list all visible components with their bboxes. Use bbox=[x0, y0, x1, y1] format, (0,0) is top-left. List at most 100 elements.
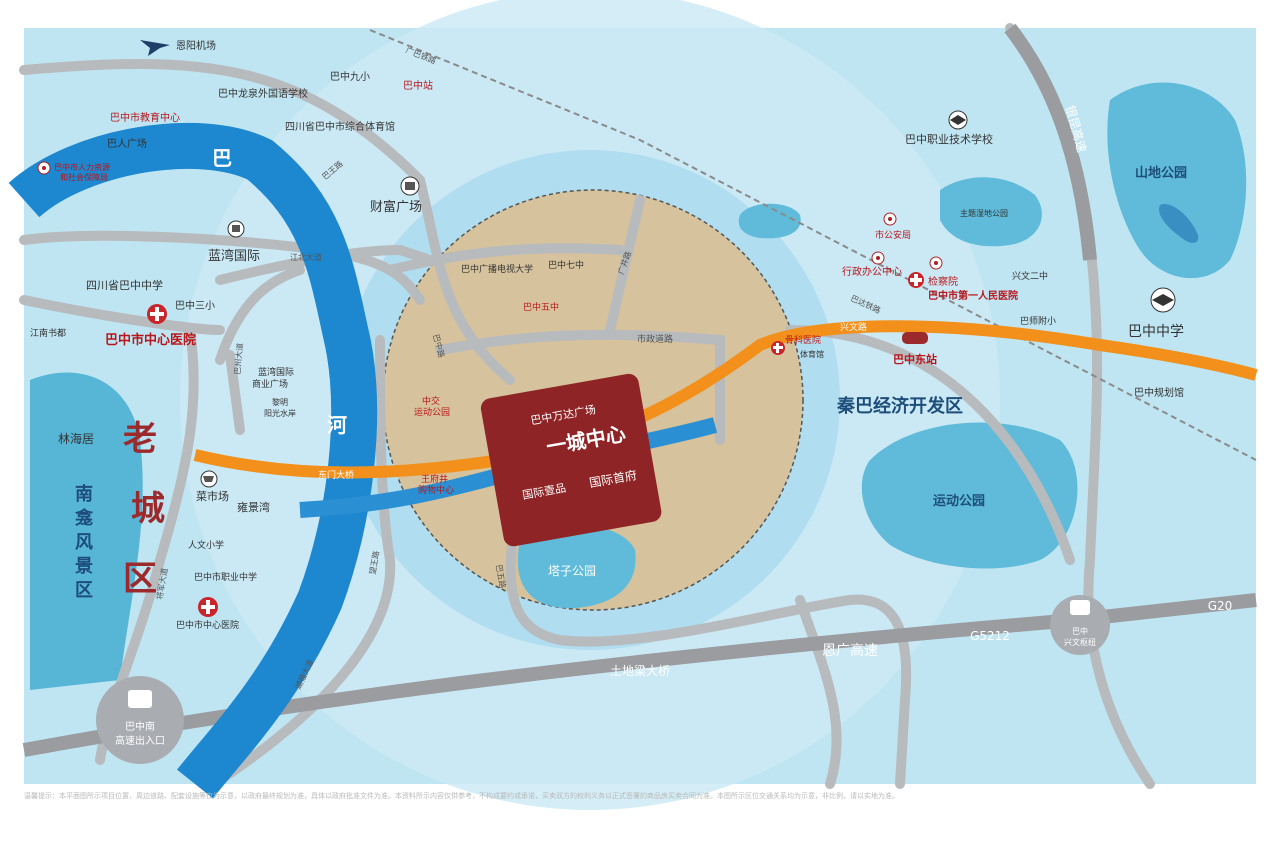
jiuxiao-label: 巴中九小 bbox=[330, 70, 370, 83]
nankan-char-3: 风 bbox=[75, 532, 93, 553]
police-bureau-label: 市公安局 bbox=[875, 229, 911, 241]
dongmen-bridge-label: 东门大桥 bbox=[318, 469, 354, 481]
project-core-block[interactable] bbox=[479, 372, 663, 548]
zhongjiao-line1: 中交 bbox=[422, 395, 440, 407]
railway-line bbox=[369, 29, 1257, 461]
south-interchange-line2: 高速出入口 bbox=[115, 734, 165, 747]
star-icon bbox=[883, 212, 897, 226]
school-icon bbox=[1150, 287, 1176, 313]
bazhou-road-label: 巴州大道 bbox=[232, 342, 245, 375]
south-interchange-line1: 巴中南 bbox=[125, 720, 155, 733]
train-station-icon bbox=[902, 332, 928, 344]
xingwen-road-label: 兴文路 bbox=[840, 321, 867, 333]
liming-line2: 阳光水岸 bbox=[264, 408, 296, 418]
bazhong-middle-school-label: 巴中中学 bbox=[1128, 324, 1184, 340]
g20-label: G20 bbox=[1208, 599, 1233, 613]
highway-sign-xingwen-icon bbox=[1070, 600, 1090, 615]
education-center-label: 巴中市教育中心 bbox=[110, 111, 180, 124]
qinba-district-label: 秦巴经济开发区 bbox=[836, 395, 963, 417]
central-hospital-2-label: 巴中市中心医院 bbox=[176, 619, 239, 631]
jiangnan-book-label: 江南书都 bbox=[30, 327, 66, 339]
wangwang-road-label: 望王路 bbox=[367, 550, 381, 575]
tv-university-label: 巴中广播电视大学 bbox=[461, 263, 533, 275]
yongjingwan-label: 雍景湾 bbox=[237, 500, 270, 514]
wangfujing-line2: 购物中心 bbox=[418, 484, 454, 496]
school-icon bbox=[948, 110, 968, 130]
wetland-park-label: 主题湿地公园 bbox=[960, 208, 1008, 218]
shandi-lake bbox=[1107, 82, 1247, 279]
hospital-icon bbox=[908, 272, 924, 288]
procuratorate-label: 检察院 bbox=[928, 275, 958, 288]
shandi-park-label: 山地公园 bbox=[1135, 165, 1187, 181]
shopping-cart-icon bbox=[200, 470, 218, 488]
river-char-he: 河 bbox=[327, 413, 347, 437]
disclaimer-footer: 温馨提示：本平面图所示项目位置、周边道路、配套设施等仅为示意，以政府最终规划为准… bbox=[24, 792, 899, 800]
enguang-highway-label: 恩广高速 bbox=[822, 642, 878, 659]
planning-hall-label: 巴中规划馆 bbox=[1134, 386, 1184, 399]
central-hospital-label: 巴中市中心医院 bbox=[105, 332, 196, 348]
nankan-char-4: 景 bbox=[75, 556, 93, 577]
shandi-inner-lake bbox=[1159, 204, 1199, 243]
xingwen-interchange-circle[interactable] bbox=[1050, 595, 1110, 655]
orthopedic-hospital-label: 骨科医院 bbox=[785, 334, 821, 346]
hr-bureau-line2: 和社会保障局 bbox=[60, 172, 108, 182]
admin-center-label: 行政办公中心 bbox=[842, 265, 902, 278]
sanxiao-label: 巴中三小 bbox=[175, 299, 215, 312]
caifu-plaza-label: 财富广场 bbox=[370, 199, 422, 215]
qizhong-label: 巴中七中 bbox=[548, 259, 584, 271]
highway-sign-south-icon bbox=[128, 690, 152, 708]
bawu-road-label: 巴五路 bbox=[494, 564, 508, 589]
zhuti-lake bbox=[940, 177, 1042, 247]
airport-label: 恩阳机场 bbox=[176, 39, 216, 52]
liming-line1: 黎明 bbox=[272, 397, 288, 407]
star-icon bbox=[929, 256, 943, 270]
ba-river bbox=[8, 122, 378, 799]
nankan-char-1: 南 bbox=[75, 483, 93, 505]
gym-2-label: 体育馆 bbox=[800, 349, 824, 359]
xingwen-no2-label: 兴文二中 bbox=[1012, 270, 1048, 282]
vocational-middle-label: 巴中市职业中学 bbox=[194, 571, 257, 583]
old-city-char-2: 城 bbox=[131, 489, 165, 529]
south-interchange-circle[interactable] bbox=[96, 676, 184, 764]
tazi-park-label: 塔子公园 bbox=[548, 564, 596, 578]
bazhong-east-station-label: 巴中东站 bbox=[893, 352, 937, 366]
zhongjiao-line2: 运动公园 bbox=[414, 407, 450, 418]
expressway-yinkun bbox=[1004, 23, 1097, 261]
gymnasium-label: 四川省巴中市综合体育馆 bbox=[285, 120, 395, 133]
hospital-icon bbox=[198, 597, 218, 617]
road-network bbox=[19, 23, 1155, 789]
old-city-char-3: 区 bbox=[123, 559, 157, 599]
river-char-ba: 巴 bbox=[212, 146, 232, 170]
wuzhong-label: 巴中五中 bbox=[523, 301, 559, 313]
bank-icon bbox=[227, 220, 245, 238]
sports-park-label: 运动公园 bbox=[933, 494, 985, 509]
star-icon bbox=[37, 161, 51, 175]
nankan-char-2: 龛 bbox=[74, 507, 94, 529]
xingwen-interchange-line2: 兴文枢纽 bbox=[1064, 637, 1096, 647]
hr-bureau-line1: 巴中市人力资源 bbox=[54, 162, 110, 172]
jiangbei-road-label: 江北大道 bbox=[290, 252, 322, 262]
old-city-char-1: 老 bbox=[123, 419, 157, 459]
nankan-lake bbox=[30, 372, 143, 690]
first-hospital-label: 巴中市第一人民医院 bbox=[928, 289, 1018, 302]
lanwan-commercial-line2: 商业广场 bbox=[252, 378, 288, 390]
sichuan-bazhong-school-label: 四川省巴中中学 bbox=[86, 278, 163, 292]
bazhong-station-label: 巴中站 bbox=[403, 79, 433, 92]
fuxiao-label: 巴师附小 bbox=[1020, 315, 1056, 327]
renmin-plaza-label: 巴人广场 bbox=[107, 137, 147, 150]
main-trunk-road bbox=[193, 320, 1258, 479]
tudiliang-bridge-label: 土地梁大桥 bbox=[610, 663, 670, 678]
renwen-school-label: 人文小学 bbox=[188, 539, 224, 551]
wangfujing-line1: 王府井 bbox=[421, 473, 448, 485]
bank-icon bbox=[400, 176, 420, 196]
lanwan-label: 蓝湾国际 bbox=[208, 248, 260, 264]
small-lake bbox=[738, 203, 801, 239]
tazi-lake bbox=[517, 526, 636, 609]
airplane-icon bbox=[140, 40, 170, 56]
xingwen-interchange-line1: 巴中 bbox=[1072, 626, 1088, 636]
longquan-school-label: 巴中龙泉外国语学校 bbox=[218, 87, 308, 100]
municipal-road-label: 市政道路 bbox=[637, 333, 673, 345]
linhaiju-label: 林海居 bbox=[58, 431, 94, 446]
market-label: 菜市场 bbox=[196, 489, 229, 503]
